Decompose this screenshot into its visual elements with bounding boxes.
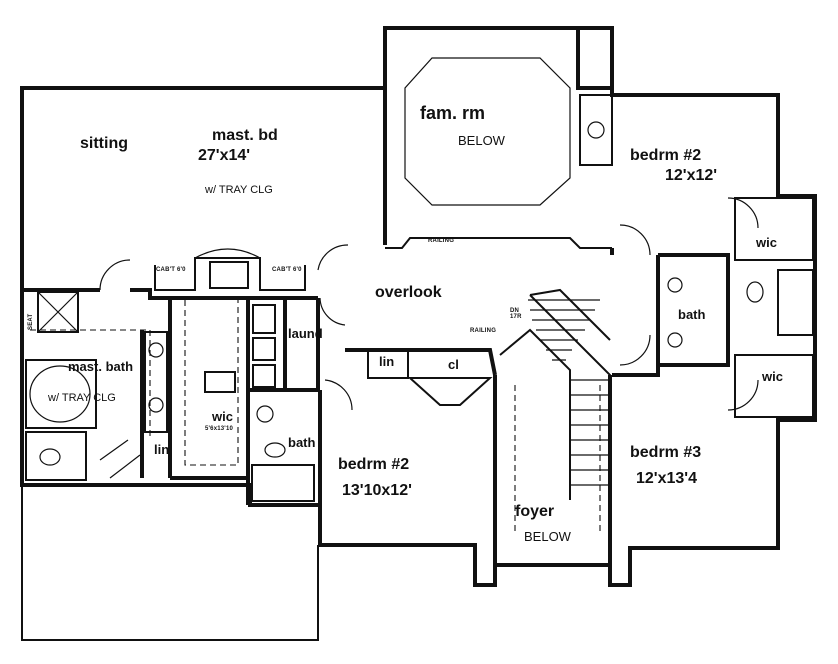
room-label-sitting: sitting (80, 135, 128, 152)
center-sink (256, 405, 274, 423)
right-bath-sink (667, 332, 683, 348)
fireplace-flue (587, 121, 605, 139)
right-bath-sink (667, 277, 683, 293)
linen-closet (367, 349, 409, 379)
room-label-bedroom2-right: bedrm #2 (630, 147, 702, 164)
room-label-overlook: overlook (375, 284, 442, 301)
tv-niche (209, 261, 249, 289)
room-label-closet-center: cl (448, 357, 459, 372)
room-label-master-bath: mast. bath (68, 359, 134, 374)
master-sink (148, 397, 164, 413)
fireplace (579, 94, 613, 166)
room-label-wic-upper: wic (756, 235, 777, 250)
room-size-bedroom2-left: 13'10x12' (342, 482, 412, 499)
room-note-master-bedroom: w/ TRAY CLG (205, 184, 273, 196)
center-toilet (264, 442, 286, 458)
door-swing-right (727, 379, 759, 411)
master-wic-shelf (204, 371, 236, 393)
room-label-laundry: laund (288, 326, 323, 341)
room-size-wic-master: 5'6x13'10 (205, 426, 234, 432)
room-label-lin-center: lin (379, 354, 395, 369)
label-railing-stair: RAILING (470, 328, 497, 334)
label-railing-top: RAILING (428, 238, 455, 244)
room-label-bedroom2-left: bedrm #2 (338, 456, 410, 473)
room-label-bedroom3: bedrm #3 (630, 444, 702, 461)
railing-family (385, 237, 612, 249)
door-swing-right (619, 224, 651, 256)
center-tub (251, 464, 315, 502)
master-bath-dash (30, 329, 151, 440)
door-swing-overlook (317, 244, 349, 271)
label-cabinet-right: CAB'T 6'0 (272, 267, 302, 273)
right-toilet (746, 281, 764, 303)
master-toilet-room (25, 431, 87, 481)
right-tub (777, 269, 814, 336)
family-room-wall (576, 28, 612, 90)
washer (252, 304, 276, 334)
master-tub (29, 365, 91, 423)
master-bedroom-wall (20, 88, 100, 292)
tray-ceiling-octagon (404, 57, 571, 206)
label-cabinet-left: CAB'T 6'0 (156, 267, 186, 273)
room-note-foyer: BELOW (524, 529, 571, 544)
master-tub-box (25, 359, 97, 429)
dryer (252, 337, 276, 361)
room-label-lin-left: lin (154, 442, 170, 457)
master-wic-dash (184, 300, 239, 466)
cabinet-bump (154, 257, 306, 291)
door-swing-right (619, 334, 651, 366)
master-bedroom-wall (130, 288, 318, 300)
label-seat: SEAT (28, 313, 34, 330)
room-size-bedroom2-right: 12'x12' (665, 167, 718, 184)
wic-lower-box (734, 354, 814, 418)
stair-lower (570, 379, 608, 486)
room-label-wic-lower: wic (762, 369, 783, 384)
stair-well (529, 294, 611, 560)
wic-upper-box (734, 197, 814, 261)
room-size-bedroom3: 12'x13'4 (636, 470, 697, 487)
room-note-family-room: BELOW (458, 133, 505, 148)
room-label-bath-right: bath (678, 307, 706, 322)
stair-rail (499, 288, 611, 500)
door-swing-bedroom2 (324, 379, 353, 411)
stair-treads (528, 299, 600, 361)
room-label-wic-master: wic (212, 409, 233, 424)
door-swing-master (99, 259, 131, 291)
stair-dash (514, 385, 601, 535)
lower-roof-outline (21, 485, 319, 641)
laundry-sink (252, 364, 276, 388)
cabinet-arc (194, 248, 261, 259)
room-label-master-bedroom: mast. bd (212, 127, 278, 144)
door-swing-right (727, 197, 759, 229)
door-swing-bath (99, 439, 141, 479)
label-stair-note: DN 17R (510, 308, 522, 320)
door-swing-overlook (319, 297, 346, 326)
laundry-wall-right (285, 298, 320, 392)
master-wic-wall (168, 298, 250, 480)
room-label-foyer: foyer (515, 503, 555, 520)
master-shower (37, 291, 79, 333)
room-label-family-room: fam. rm (420, 103, 486, 123)
closet-center (407, 377, 493, 406)
master-toilet (39, 448, 61, 466)
room-size-master-bedroom: 27'x14' (198, 147, 251, 164)
master-vanity (144, 331, 168, 433)
master-sink (148, 342, 164, 358)
right-wing-wall (610, 248, 730, 367)
master-shower-x (37, 291, 79, 333)
room-label-bath-center: bath (288, 435, 316, 450)
bedroom3-wall (612, 365, 660, 377)
room-note-master-bath: w/ TRAY CLG (48, 392, 116, 404)
